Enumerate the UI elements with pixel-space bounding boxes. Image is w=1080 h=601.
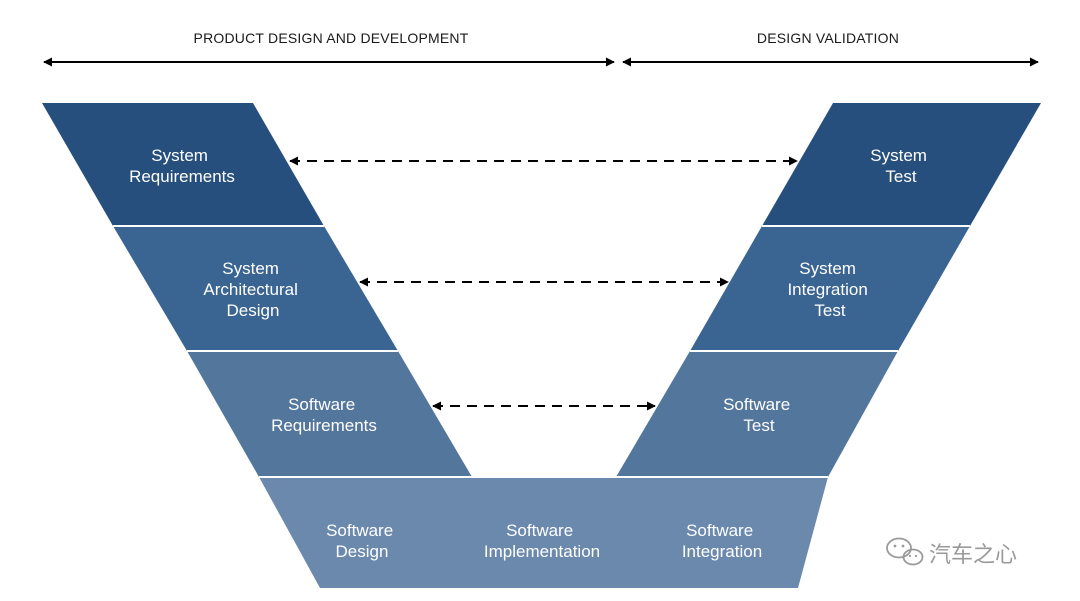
software-requirements-block xyxy=(187,351,472,477)
system-test-label: System Test xyxy=(870,146,931,186)
watermark-text: 汽车之心 xyxy=(929,543,1017,568)
system-architectural-design-block xyxy=(113,226,398,351)
software-test-block xyxy=(616,351,898,477)
software-design-label: Software Design xyxy=(326,521,398,561)
wechat-icon xyxy=(886,537,924,566)
system-architectural-design-label: System Architectural Design xyxy=(203,259,302,320)
left-block-labels: System Requirements System Architectural… xyxy=(129,146,377,435)
left-arm xyxy=(42,103,472,477)
bottom-implementation-block xyxy=(259,477,828,588)
block-separators xyxy=(113,225,970,478)
software-integration-label: Software Integration xyxy=(682,521,762,561)
software-implementation-label: Software Implementation xyxy=(484,521,600,561)
header-section: PRODUCT DESIGN AND DEVELOPMENT DESIGN VA… xyxy=(43,30,1039,67)
bottom-block-labels: Software Design Software Implementation … xyxy=(326,521,762,561)
system-requirements-block xyxy=(42,103,324,226)
software-requirements-label: Software Requirements xyxy=(271,395,377,435)
system-integration-test-block xyxy=(690,226,970,351)
right-block-labels: System Test System Integration Test Soft… xyxy=(723,146,931,435)
header-right-label: DESIGN VALIDATION xyxy=(757,30,899,46)
watermark: 汽车之心 xyxy=(886,537,1017,568)
correspondence-arrows xyxy=(289,156,798,411)
header-left-label: PRODUCT DESIGN AND DEVELOPMENT xyxy=(194,30,469,46)
software-test-label: Software Test xyxy=(723,395,795,435)
system-requirements-label: System Requirements xyxy=(129,146,235,186)
system-integration-test-label: System Integration Test xyxy=(787,259,872,320)
system-test-block xyxy=(762,103,1041,226)
right-arm xyxy=(616,103,1041,477)
